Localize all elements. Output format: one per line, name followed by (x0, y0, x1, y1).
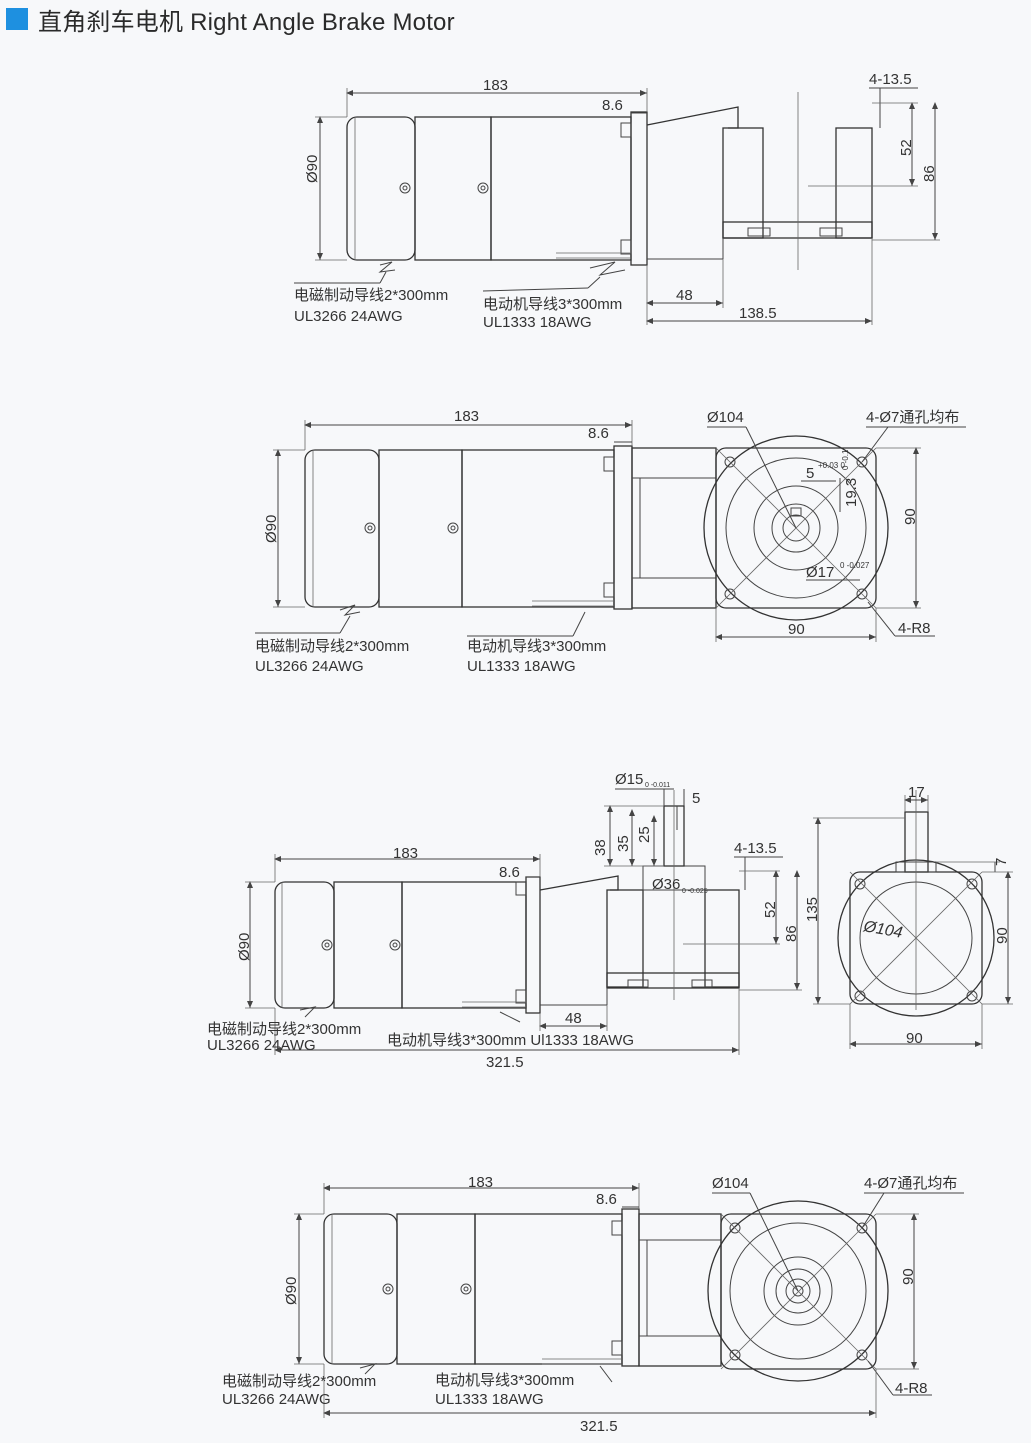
view1-brake-lead: 电磁制动导线2*300mm (294, 287, 448, 304)
view1-dim-86: 86 (921, 165, 938, 182)
view1-dim-holes: 4-13.5 (869, 71, 912, 88)
view3-dim-38: 38 (592, 839, 609, 856)
view4-brake-lead: 电磁制动导线2*300mm (222, 1373, 376, 1390)
view3-side-drawing (274, 790, 740, 1023)
view2-dim-d104: Ø104 (707, 409, 744, 426)
view3-brake-ul: UL3266 24AWG (207, 1037, 316, 1054)
view3-front-drawing (837, 790, 995, 1017)
view2-dim-flange: 8.6 (588, 425, 609, 442)
view4-dim-dia: Ø90 (283, 1277, 300, 1305)
view2-dim-length: 183 (454, 408, 479, 425)
view3-dim-52: 52 (762, 901, 779, 918)
view4-dimensions: 183 8.6 Ø90 Ø104 4-Ø7通孔均布 90 4-R8 321.5 (283, 1174, 964, 1435)
view3-dim-d15-tol: 0 -0.011 (645, 782, 670, 789)
view2-motor-lead: 电动机导线3*300mm (467, 638, 606, 655)
view2-brake-ul: UL3266 24AWG (255, 658, 364, 675)
view1-dim-flange: 8.6 (602, 97, 623, 114)
view3-dim-25: 25 (636, 826, 653, 843)
view4-dim-length: 183 (468, 1174, 493, 1191)
view4-dim-sq: 90 (900, 1268, 917, 1285)
view3-dim-d15: Ø15 (615, 771, 643, 788)
view1-brake-ul: UL3266 24AWG (294, 308, 403, 325)
view1-dim-52: 52 (898, 139, 915, 156)
view1-dimensions: 183 8.6 Ø90 4-13.5 52 86 48 138.5 (304, 71, 940, 325)
view4-dim-holes: 4-Ø7通孔均布 (864, 1175, 957, 1192)
view2-dim-dia: Ø90 (263, 515, 280, 543)
view3-dim-d104: Ø104 (861, 918, 904, 942)
view2-dim-d17-tol: 0 -0.027 (840, 561, 870, 570)
view3-motor-lead: 电动机导线3*300mm Ul1333 18AWG (387, 1032, 634, 1049)
view2-dim-d17: Ø17 (806, 564, 834, 581)
view1-dim-1385: 138.5 (739, 305, 777, 322)
view2-dim-193: 19.3 (843, 478, 860, 507)
view2-dim-key: 5 (806, 465, 814, 482)
view4-dim-d104: Ø104 (712, 1175, 749, 1192)
view4-dim-r8: 4-R8 (895, 1380, 928, 1397)
view3-dim-k5: 5 (692, 790, 700, 807)
view3-dim-d36-tol: 0 -0.025 (682, 888, 708, 895)
view2-dim-sq: 90 (902, 508, 919, 525)
view1-notes: 电磁制动导线2*300mm UL3266 24AWG 电动机导线3*300mm … (294, 282, 622, 331)
view4-front-drawing (707, 1200, 889, 1382)
view4-brake-ul: UL3266 24AWG (222, 1391, 331, 1408)
view2-dim-holes: 4-Ø7通孔均布 (866, 409, 959, 426)
view2-brake-lead: 电磁制动导线2*300mm (255, 638, 409, 655)
view2-dim-193-tol: 0 -0.1 (841, 449, 850, 470)
view3-dim-48: 48 (565, 1010, 582, 1027)
view2-dim-key-tol: +0.03 0 (818, 461, 845, 470)
view3-dim-sq: 90 (994, 927, 1011, 944)
view2-dimensions: 183 8.6 Ø90 Ø104 4-Ø7通孔均布 5 +0.03 0 19.3… (263, 408, 966, 642)
view3-dim-35: 35 (615, 835, 632, 852)
view1-dim-dia: Ø90 (304, 155, 321, 183)
view1-dim-48: 48 (676, 287, 693, 304)
view2-side-drawing (304, 445, 717, 637)
view3-dim-length: 183 (393, 845, 418, 862)
view3-dim-d36: Ø36 (652, 876, 680, 893)
view4-motor-lead: 电动机导线3*300mm (435, 1372, 574, 1389)
view3-dim-w90: 90 (906, 1030, 923, 1047)
view2-motor-ul: UL1333 18AWG (467, 658, 576, 675)
view1-motor-lead: 电动机导线3*300mm (483, 296, 622, 313)
view3-dim-total: 321.5 (486, 1054, 524, 1071)
view1-side-drawing (346, 92, 873, 289)
view3-dim-flange: 8.6 (499, 864, 520, 881)
view3-dim-7: 7 (993, 858, 1010, 866)
page-title: 直角刹车电机 Right Angle Brake Motor (38, 8, 455, 36)
view3-dim-135: 135 (804, 897, 821, 922)
view2-notes: 电磁制动导线2*300mm UL3266 24AWG 电动机导线3*300mm … (255, 632, 606, 675)
view3-dim-dia: Ø90 (236, 933, 253, 961)
view4-notes: 电磁制动导线2*300mm UL3266 24AWG 电动机导线3*300mm … (222, 1372, 574, 1408)
view4-side-drawing (323, 1208, 722, 1383)
view2-dim-r8: 4-R8 (898, 620, 931, 637)
view1-motor-ul: UL1333 18AWG (483, 314, 592, 331)
title-square-icon (6, 8, 28, 30)
view3-dim-17: 17 (908, 784, 925, 801)
view4-dim-flange: 8.6 (596, 1191, 617, 1208)
view4-motor-ul: UL1333 18AWG (435, 1391, 544, 1408)
header: 直角刹车电机 Right Angle Brake Motor (6, 4, 455, 36)
view2-dim-w90: 90 (788, 621, 805, 638)
view3-dim-86: 86 (783, 925, 800, 942)
view3-dim-holes: 4-13.5 (734, 840, 777, 857)
view1-dim-length: 183 (483, 77, 508, 94)
view3-notes: 电磁制动导线2*300mm UL3266 24AWG 电动机导线3*300mm … (207, 1021, 634, 1054)
view3-brake-lead: 电磁制动导线2*300mm (207, 1021, 361, 1038)
view3-dimensions: 183 8.6 Ø90 Ø15 0 -0.011 5 38 35 25 Ø36 … (236, 771, 1013, 1071)
view4-dim-total: 321.5 (580, 1418, 618, 1435)
